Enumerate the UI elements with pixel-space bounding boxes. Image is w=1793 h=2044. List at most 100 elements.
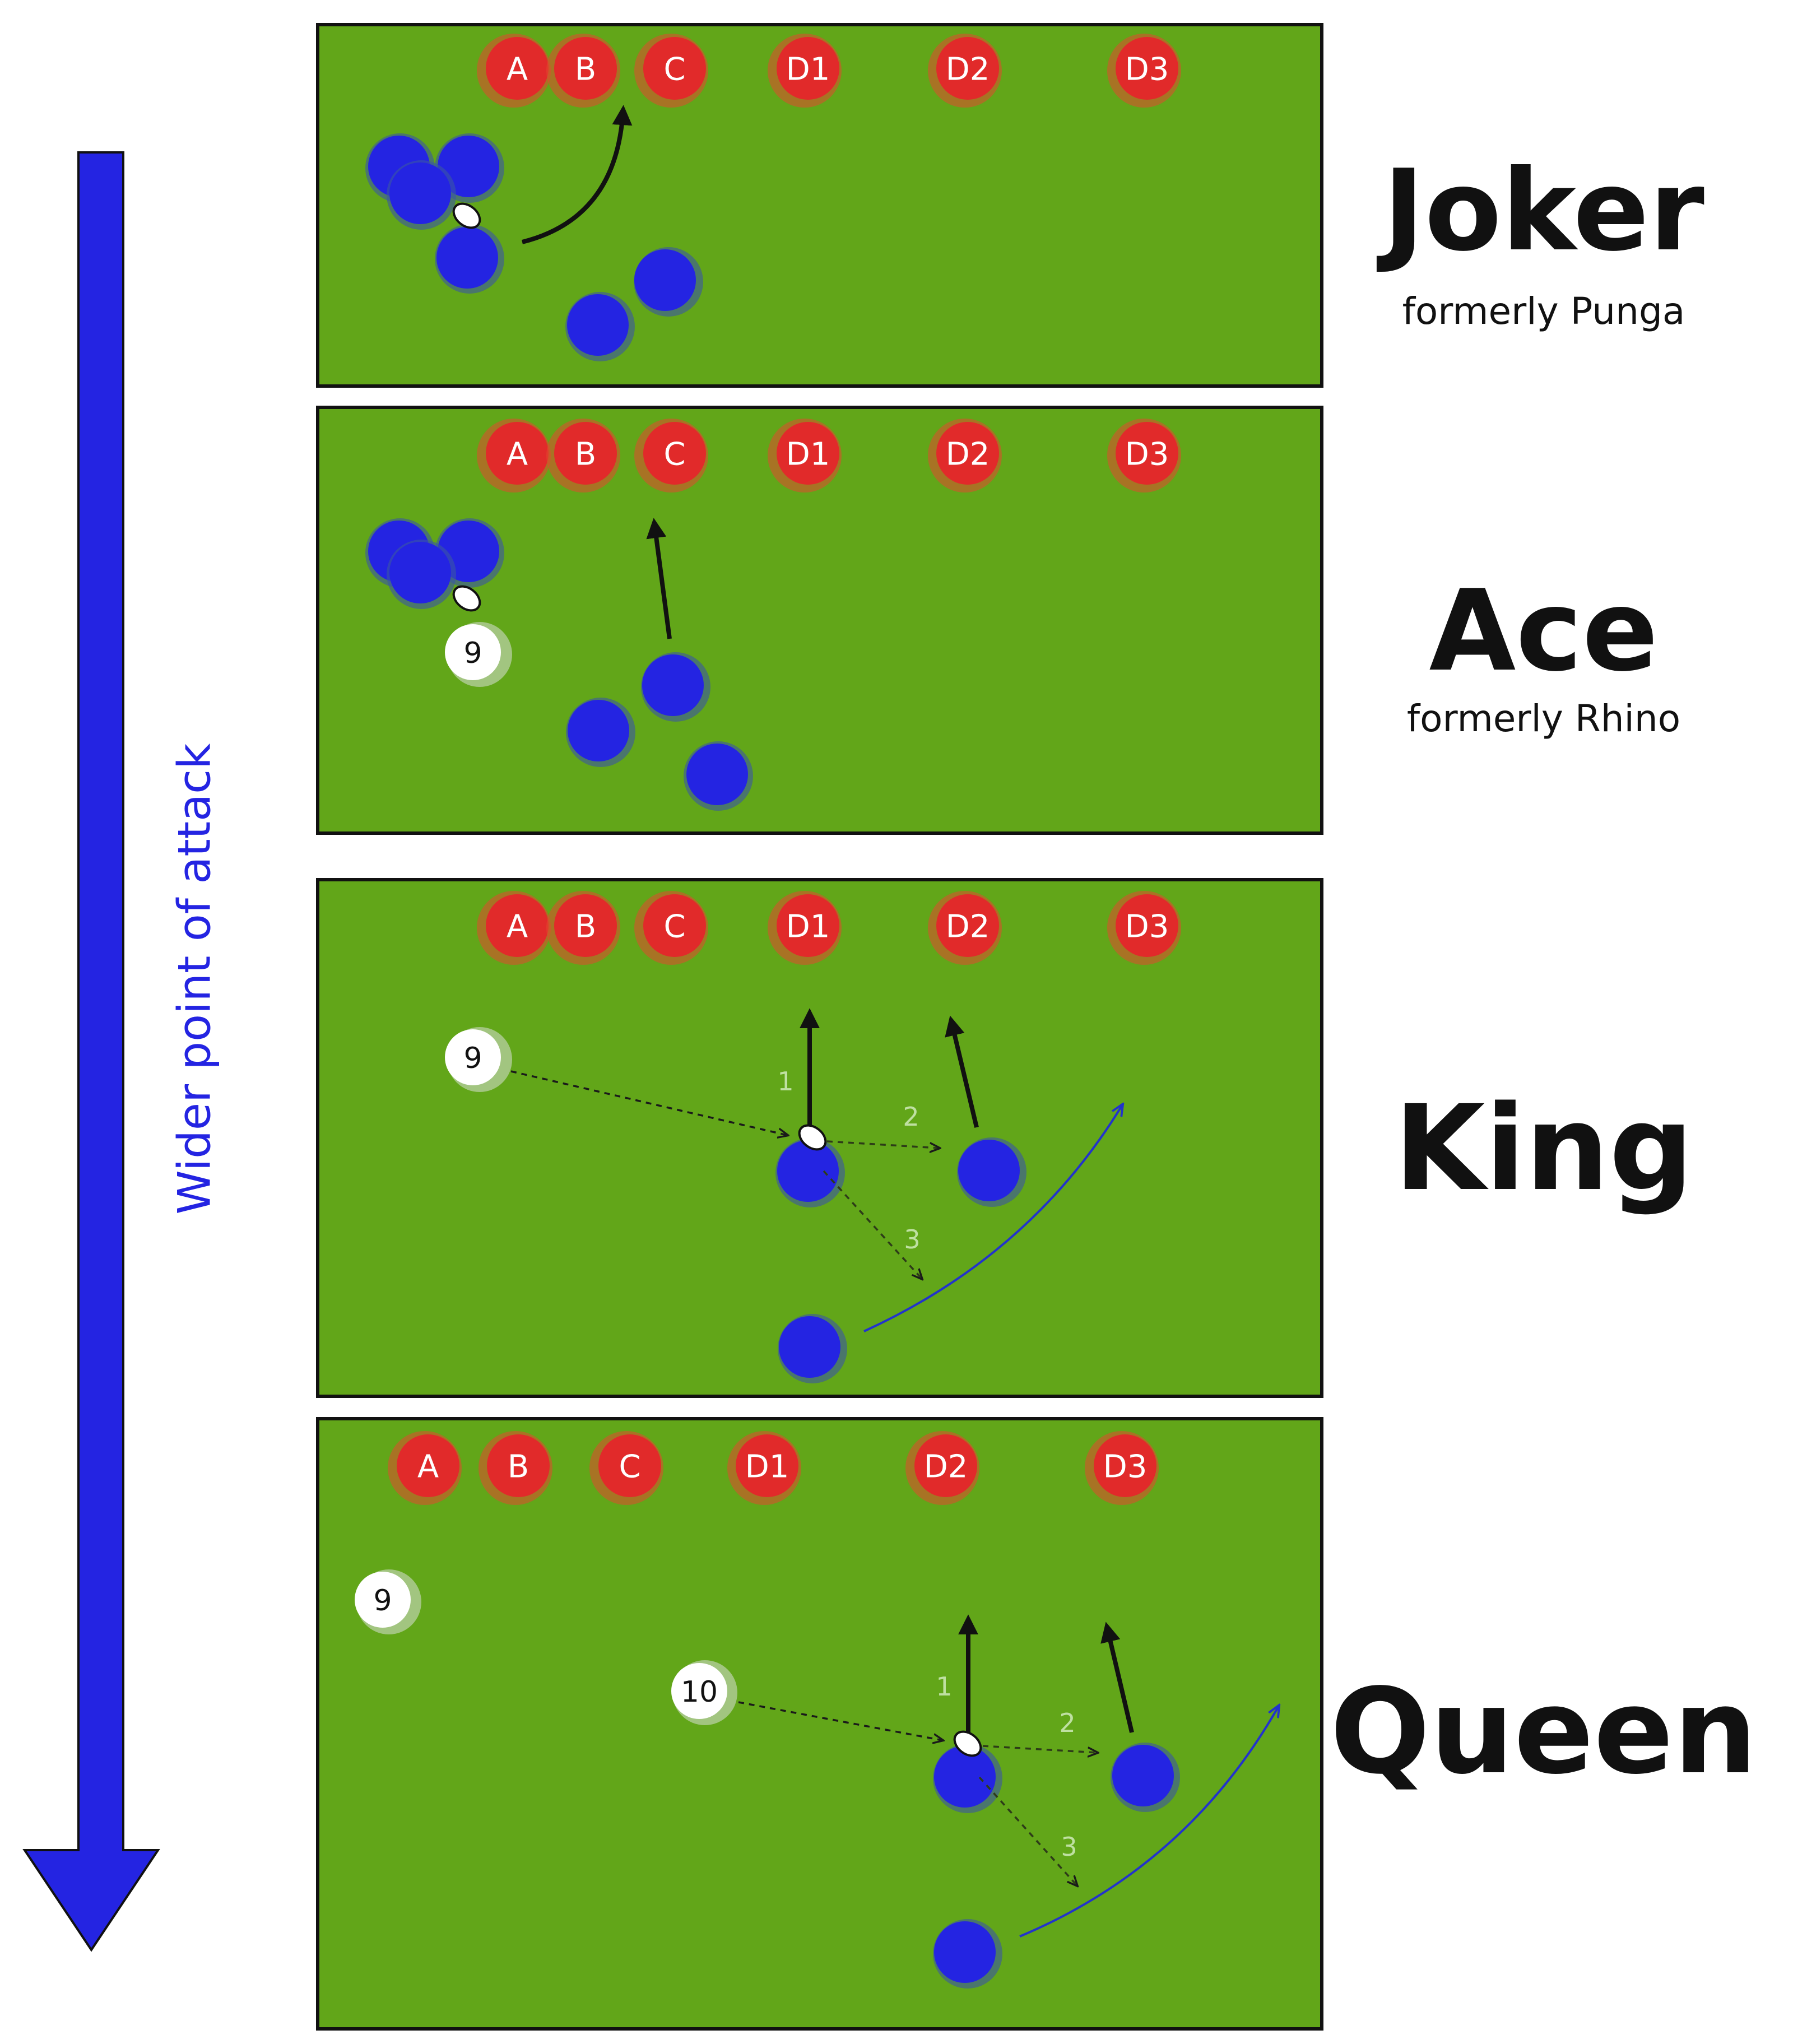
scrum-half-9: 9 <box>445 1027 512 1092</box>
scrum-half-9: 9 <box>445 622 512 687</box>
svg-text:10: 10 <box>681 1675 718 1709</box>
svg-text:D1: D1 <box>786 52 830 88</box>
defender-b: B <box>546 34 620 108</box>
svg-text:9: 9 <box>463 1042 482 1075</box>
defender-d3: D3 <box>1107 419 1181 493</box>
svg-text:9: 9 <box>463 637 482 670</box>
defender-a: A <box>477 419 551 493</box>
run-line <box>522 105 633 244</box>
svg-text:D1: D1 <box>745 1449 789 1485</box>
play-subtitle-ace: formerly Rhino <box>1407 697 1680 740</box>
defender-c: C <box>634 34 708 108</box>
defender-line: A B C D1 D2 D3 <box>477 891 1181 965</box>
svg-text:D2: D2 <box>946 909 990 945</box>
wide-runner <box>778 1314 847 1383</box>
panel-queen: A B C D1 D2 D3 9 10 1 2 3 <box>316 1417 1323 2031</box>
svg-text:C: C <box>663 436 685 473</box>
pass-line-option-3 <box>823 1170 922 1279</box>
second-receiver <box>957 1137 1026 1207</box>
pass-line-option-2 <box>982 1745 1097 1753</box>
ball <box>798 1124 827 1151</box>
defender-b: B <box>546 419 620 493</box>
defender-d1: D1 <box>727 1431 801 1505</box>
option-label-3: 3 <box>1061 1832 1077 1862</box>
svg-text:D2: D2 <box>946 436 990 473</box>
svg-text:B: B <box>575 436 596 473</box>
defender-a: A <box>477 34 551 108</box>
svg-text:C: C <box>663 909 685 945</box>
option-label-2: 2 <box>903 1102 919 1132</box>
option-label-1: 1 <box>936 1671 952 1702</box>
second-receiver <box>1111 1743 1180 1812</box>
option-label-2: 2 <box>1059 1708 1075 1738</box>
svg-text:C: C <box>663 52 685 88</box>
play-subtitle-joker: formerly Punga <box>1402 290 1685 333</box>
svg-text:C: C <box>619 1449 640 1485</box>
svg-text:D1: D1 <box>786 909 830 945</box>
svg-text:A: A <box>507 909 528 945</box>
defender-d2: D2 <box>928 419 1002 493</box>
defender-b: B <box>546 891 620 965</box>
defender-line: A B C D1 D2 D3 <box>477 34 1181 108</box>
fly-half-10: 10 <box>671 1660 737 1725</box>
svg-text:D1: D1 <box>786 436 830 473</box>
pass-line <box>510 1070 787 1135</box>
panel-joker: A B C D1 D2 D3 <box>316 23 1323 388</box>
defender-c: C <box>634 891 708 965</box>
play-name-joker: Joker <box>1376 146 1704 276</box>
attacker-support <box>566 652 753 811</box>
svg-text:B: B <box>575 52 596 88</box>
defender-d1: D1 <box>768 34 842 108</box>
run-line-option-2 <box>945 1015 979 1128</box>
play-name-queen: Queen <box>1330 1663 1757 1800</box>
defender-c: C <box>589 1431 663 1505</box>
pass-line-option-3 <box>978 1776 1077 1885</box>
play-name-king: King <box>1394 1080 1694 1217</box>
field <box>316 1417 1323 2031</box>
svg-text:D3: D3 <box>1103 1449 1148 1485</box>
sweep-line <box>863 1105 1122 1332</box>
svg-text:D2: D2 <box>924 1449 968 1485</box>
defender-c: C <box>634 419 708 493</box>
defender-a: A <box>388 1431 462 1505</box>
defender-d1: D1 <box>768 891 842 965</box>
svg-text:D2: D2 <box>946 52 990 88</box>
wider-attack-arrow <box>22 151 160 1952</box>
pass-line-option-2 <box>826 1140 939 1148</box>
svg-text:A: A <box>507 436 528 473</box>
svg-text:D3: D3 <box>1125 52 1169 88</box>
defender-d2: D2 <box>905 1431 979 1505</box>
run-line <box>646 518 672 639</box>
ball <box>452 585 481 612</box>
option-label-3: 3 <box>904 1224 920 1255</box>
ruck-cluster <box>365 518 504 609</box>
scrum-half-9: 9 <box>355 1569 421 1634</box>
ball <box>953 1730 982 1757</box>
svg-text:D3: D3 <box>1125 909 1169 945</box>
play-name-ace: Ace <box>1429 566 1659 696</box>
svg-text:A: A <box>507 52 528 88</box>
defender-d3: D3 <box>1085 1431 1159 1505</box>
defender-d2: D2 <box>928 891 1002 965</box>
svg-text:A: A <box>417 1449 439 1485</box>
panel-ace: A B C D1 D2 D3 9 <box>316 406 1323 835</box>
defender-d3: D3 <box>1107 34 1181 108</box>
attacker-support <box>565 247 703 361</box>
defender-d1: D1 <box>768 419 842 493</box>
defender-b: B <box>479 1431 552 1505</box>
sweep-line <box>1019 1706 1279 1938</box>
first-receiver <box>775 1138 845 1207</box>
defender-d3: D3 <box>1107 891 1181 965</box>
defender-a: A <box>477 891 551 965</box>
option-label-1: 1 <box>777 1066 793 1097</box>
svg-text:B: B <box>508 1449 529 1485</box>
svg-text:D3: D3 <box>1125 436 1169 473</box>
svg-text:9: 9 <box>373 1584 392 1618</box>
side-label: Wider point of attack <box>169 743 221 1215</box>
svg-text:B: B <box>575 909 596 945</box>
defender-d2: D2 <box>928 34 1002 108</box>
wide-runner <box>933 1919 1002 1989</box>
pass-line <box>738 1701 942 1740</box>
run-line-option-2 <box>1100 1622 1134 1733</box>
